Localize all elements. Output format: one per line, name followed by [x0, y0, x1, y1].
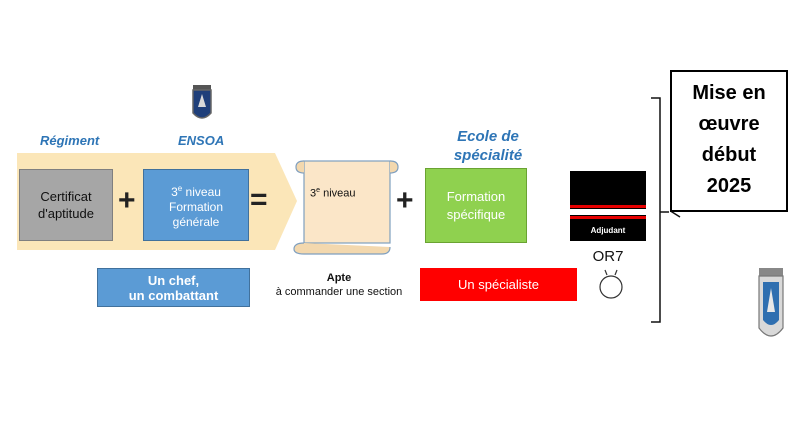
- chef-line2: un combattant: [128, 287, 219, 303]
- certificat-aptitude-box: Certificat d'aptitude: [19, 169, 113, 241]
- scroll-num: 3: [310, 187, 317, 200]
- scroll-diploma-icon: [293, 160, 399, 255]
- formation-spec-line2: spécifique: [446, 206, 506, 222]
- band-arrow-tip: [275, 153, 297, 250]
- badge-stripe-top: [570, 205, 646, 208]
- badge-label: Adjudant: [590, 226, 626, 235]
- niveau-rest: niveau: [182, 184, 221, 199]
- label-regiment: Régiment: [40, 133, 100, 148]
- niveau-line: 3e niveau: [169, 181, 223, 200]
- specialiste-banner: Un spécialiste: [420, 268, 577, 301]
- formation-line: Formation: [168, 199, 224, 214]
- certificat-line1: Certificat: [40, 189, 92, 204]
- equals-operator: =: [250, 183, 268, 216]
- ecole-line2: spécialité: [453, 147, 523, 164]
- apte-title: Apte: [326, 272, 352, 284]
- unit-insignia-icon: [758, 268, 784, 337]
- formation-spec-line1: Formation: [446, 188, 506, 204]
- niveau-num: 3: [171, 184, 178, 199]
- apte-caption: Apte à commander une section: [268, 271, 410, 299]
- callout-line1: Mise en: [692, 82, 766, 104]
- mise-en-oeuvre-callout: Mise en œuvre début 2025: [670, 70, 788, 212]
- scroll-sup: e: [316, 187, 321, 194]
- formation-specifique-box: Formation spécifique: [425, 168, 527, 243]
- plus-operator-2: +: [396, 184, 414, 217]
- chef-combattant-banner: Un chef, un combattant: [97, 268, 250, 307]
- callout-line4: 2025: [706, 175, 752, 197]
- label-ecole-specialite: Ecole de spécialité: [438, 127, 538, 165]
- chef-line1: Un chef,: [147, 272, 200, 288]
- niveau-sup: e: [177, 183, 183, 193]
- generale-line: générale: [172, 214, 220, 229]
- adjudant-rank-badge: Adjudant: [570, 171, 646, 241]
- certificat-line2: d'aptitude: [38, 206, 94, 221]
- badge-stripe-bottom: [570, 216, 646, 219]
- right-bracket: [651, 97, 669, 323]
- ensoa-insignia-icon: [192, 85, 212, 119]
- scroll-rest: niveau: [320, 187, 356, 200]
- scroll-text: 3e niveau: [310, 187, 356, 200]
- badge-stripe-white: [570, 209, 646, 215]
- plus-operator-1: +: [118, 184, 136, 217]
- ecole-line1: Ecole de: [457, 128, 519, 145]
- callout-line3: début: [701, 144, 757, 166]
- formation-generale-box: 3e niveau Formation générale: [143, 169, 249, 241]
- rank-code: OR7: [592, 248, 624, 265]
- lightbulb-icon: [599, 269, 623, 299]
- label-ensoa: ENSOA: [178, 133, 225, 148]
- callout-line2: œuvre: [698, 113, 760, 135]
- apte-sub: à commander une section: [275, 286, 403, 298]
